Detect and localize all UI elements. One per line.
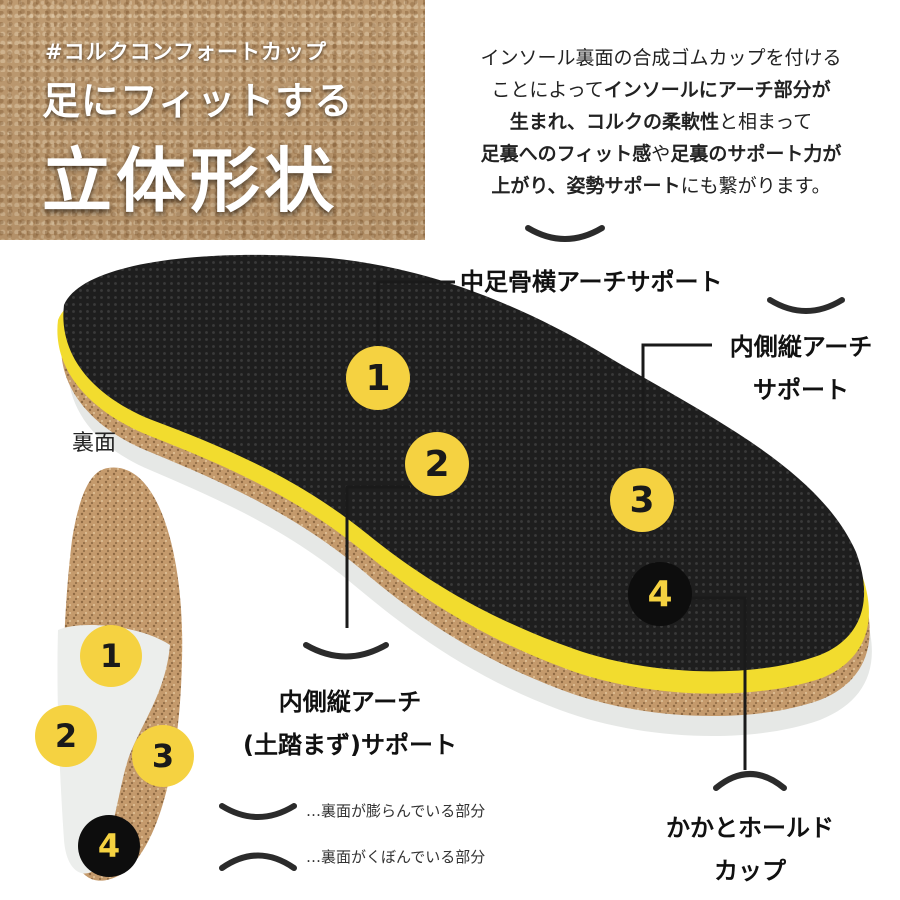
callout-label-4: かかとホールド カップ (640, 808, 860, 886)
badge-4: 4 (628, 562, 692, 626)
callout-label-3: 内側縦アーチ サポート (706, 327, 896, 405)
callout-line-2 (345, 485, 410, 628)
desc-line4-mid: や (651, 143, 671, 165)
banner-overlay (0, 0, 425, 240)
callout-label-4-line1: かかとホールド (666, 814, 834, 842)
desc-line5-rest: にも繋がります。 (680, 175, 831, 197)
cork-banner: #コルクコンフォートカップ 足にフィットする 立体形状 (0, 0, 425, 240)
callout-label-4-line2: カップ (714, 857, 786, 885)
callout-line-3 (641, 343, 712, 478)
badge-2: 2 (405, 432, 469, 496)
desc-line3-mid: と相まって (718, 111, 813, 133)
desc-line5-bold: 上がり、姿勢サポート (491, 175, 681, 197)
callout-label-3-line1: 内側縦アーチ (729, 333, 873, 361)
curve-markers (219, 225, 845, 871)
desc-line2-bold: インソールにアーチ部分が (603, 79, 831, 101)
dent-marker-heel (713, 771, 787, 791)
back-badge-2: 2 (35, 705, 97, 767)
desc-line4-bold1: 足裏へのフィット感 (480, 143, 652, 165)
callout-label-2-line1: 内側縦アーチ (278, 688, 422, 716)
desc-line3-bold: 生まれ、コルクの柔軟性 (509, 111, 719, 133)
legend-bulge-text: …裏面が膨らんでいる部分 (306, 802, 486, 820)
description-text: インソール裏面の合成ゴムカップを付ける ことによってインソールにアーチ部分が 生… (436, 42, 886, 202)
bulge-marker-mid (303, 642, 389, 660)
callout-label-3-line2: サポート (753, 376, 849, 404)
bulge-marker-right (767, 297, 845, 314)
callout-label-2-line2: (土踏まず)サポート (243, 731, 457, 759)
back-badge-4: 4 (78, 815, 140, 877)
callout-label-2: 内側縦アーチ (土踏まず)サポート (215, 682, 485, 760)
banner-heading-small: 足にフィットする (42, 79, 354, 123)
bulge-marker-top (525, 225, 605, 242)
back-view-label: 裏面 (72, 431, 117, 456)
desc-line1: インソール裏面の合成ゴムカップを付ける (480, 47, 842, 69)
callout-lines (345, 280, 747, 770)
back-badge-1: 1 (80, 625, 142, 687)
legend-bulge-marker (219, 803, 297, 820)
callout-label-1: 中足骨横アーチサポート (460, 268, 723, 296)
back-sole-rubber-cup (57, 625, 170, 874)
banner-hashtag: #コルクコンフォートカップ (45, 40, 327, 64)
legend-dent-text: …裏面がくぼんでいる部分 (306, 848, 486, 866)
desc-line2-pre: ことによって (491, 79, 604, 101)
callout-line-4 (690, 596, 747, 770)
back-badge-3: 3 (132, 725, 194, 787)
badge-3: 3 (610, 468, 674, 532)
banner-heading-large: 立体形状 (42, 140, 338, 222)
legend-dent-marker (219, 852, 297, 871)
badge-1: 1 (346, 346, 410, 410)
desc-line4-bold2: 足裏のサポート力が (670, 143, 842, 165)
